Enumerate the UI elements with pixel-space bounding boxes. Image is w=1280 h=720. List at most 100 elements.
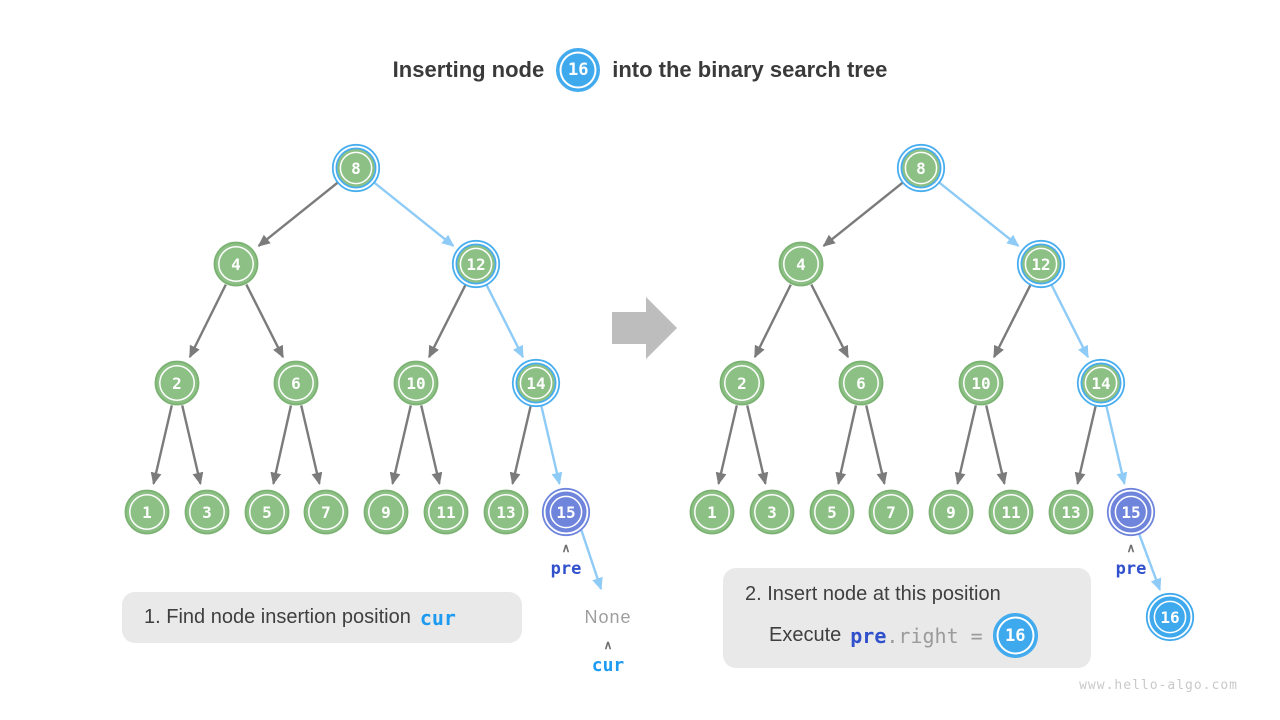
tree-node-5: 5 — [809, 489, 855, 535]
node-value: 4 — [231, 255, 241, 274]
tree-node-15: 15 — [541, 487, 591, 537]
step1-caption: 1. Find node insertion position cur — [122, 592, 522, 643]
node-value: 6 — [856, 374, 866, 393]
tree-node-16: 16 — [1145, 592, 1195, 642]
node-value: 16 — [1160, 608, 1179, 627]
node-value: 1 — [707, 503, 717, 522]
tree-node-7: 7 — [868, 489, 914, 535]
tree-edge-blue — [579, 528, 603, 591]
tree-edge-gray — [746, 405, 769, 486]
tree-node-6: 6 — [273, 360, 319, 406]
caret-icon: ∧ — [604, 638, 613, 652]
tree-node-1: 1 — [689, 489, 735, 535]
tree-node-14: 14 — [511, 358, 561, 408]
tree-edge-gray — [992, 283, 1032, 359]
tree-edge-gray — [389, 405, 412, 486]
node-value: 12 — [466, 255, 485, 274]
tree-node-2: 2 — [719, 360, 765, 406]
tree-node-10: 10 — [958, 360, 1004, 406]
tree-edge-gray — [954, 405, 977, 486]
tree-edge-gray — [427, 283, 467, 359]
node-value: 9 — [381, 503, 391, 522]
node-value: 5 — [262, 503, 272, 522]
node-value: 15 — [556, 503, 575, 522]
tree-node-13: 13 — [1048, 489, 1094, 535]
tree-node-4: 4 — [778, 241, 824, 287]
step2-node-badge: 16 — [992, 613, 1038, 658]
tree-edge-gray — [753, 284, 792, 359]
tree-node-8: 8 — [896, 143, 946, 193]
tree-edge-gray — [245, 283, 285, 359]
step2-node-value: 16 — [1004, 625, 1026, 646]
node-value: 7 — [886, 503, 896, 522]
step1-text: 1. Find node insertion position — [144, 606, 411, 628]
node-value: 15 — [1121, 503, 1140, 522]
node-value: 7 — [321, 503, 331, 522]
node-value: 6 — [291, 374, 301, 393]
tree-edge-blue — [1050, 283, 1090, 359]
node-value: 1 — [142, 503, 152, 522]
tree-edge-gray — [188, 284, 227, 359]
tree-node-2: 2 — [154, 360, 200, 406]
pre-label: pre — [1116, 559, 1147, 579]
caret-icon: ∧ — [1127, 541, 1136, 555]
cur-code: cur — [419, 605, 456, 630]
tree-edge-gray — [257, 181, 339, 247]
tree-edge-gray — [810, 283, 850, 359]
pre-code: pre — [850, 623, 887, 648]
tree-edge-gray — [822, 181, 904, 247]
step2-caption: 2. Insert node at this position Execute … — [723, 568, 1091, 668]
node-value: 13 — [1061, 503, 1080, 522]
tree-node-7: 7 — [303, 489, 349, 535]
node-value: 10 — [971, 374, 990, 393]
tree-node-14: 14 — [1076, 358, 1126, 408]
cur-label: cur — [592, 655, 625, 676]
node-value: 11 — [436, 503, 455, 522]
tree-edge-blue — [373, 181, 455, 247]
tree-node-13: 13 — [483, 489, 529, 535]
tree-edge-gray — [835, 405, 858, 485]
node-value: 2 — [172, 374, 182, 393]
tree-node-3: 3 — [749, 489, 795, 535]
tree-node-4: 4 — [213, 241, 259, 287]
pre-label: pre — [551, 559, 582, 579]
step2-line1: 2. Insert node at this position — [745, 583, 1001, 605]
tree-edge-blue — [540, 405, 563, 486]
tree-node-9: 9 — [363, 489, 409, 535]
node-value: 4 — [796, 255, 806, 274]
step-arrow-icon — [612, 297, 677, 359]
node-value: 3 — [202, 503, 212, 522]
node-value: 13 — [496, 503, 515, 522]
page-title: Inserting node 16 into the binary search… — [0, 48, 1280, 92]
tree-node-11: 11 — [988, 489, 1034, 535]
tree-edge-blue — [1137, 533, 1162, 592]
inserted-node-badge: 16 — [556, 48, 601, 92]
tree-node-12: 12 — [1016, 239, 1066, 289]
caret-icon: ∧ — [562, 541, 571, 555]
none-label: None — [584, 607, 631, 627]
tree-edge-gray — [509, 405, 532, 486]
tree-node-15: 15 — [1106, 487, 1156, 537]
tree-edge-gray — [1074, 405, 1097, 486]
node-value: 3 — [767, 503, 777, 522]
tree-edge-gray — [865, 405, 888, 486]
tree-edge-blue — [938, 181, 1020, 247]
tree-node-12: 12 — [451, 239, 501, 289]
node-value: 10 — [406, 374, 425, 393]
tree-edge-gray — [300, 405, 323, 486]
node-value: 12 — [1031, 255, 1050, 274]
tree-edge-gray — [270, 405, 293, 485]
inserted-node-value: 16 — [567, 60, 589, 80]
node-value: 8 — [351, 159, 361, 178]
tree-node-5: 5 — [244, 489, 290, 535]
tree-edge-gray — [420, 405, 443, 486]
node-value: 14 — [526, 374, 545, 393]
node-value: 8 — [916, 159, 926, 178]
node-value: 14 — [1091, 374, 1110, 393]
tree-edge-gray — [181, 405, 204, 486]
tree-node-11: 11 — [423, 489, 469, 535]
